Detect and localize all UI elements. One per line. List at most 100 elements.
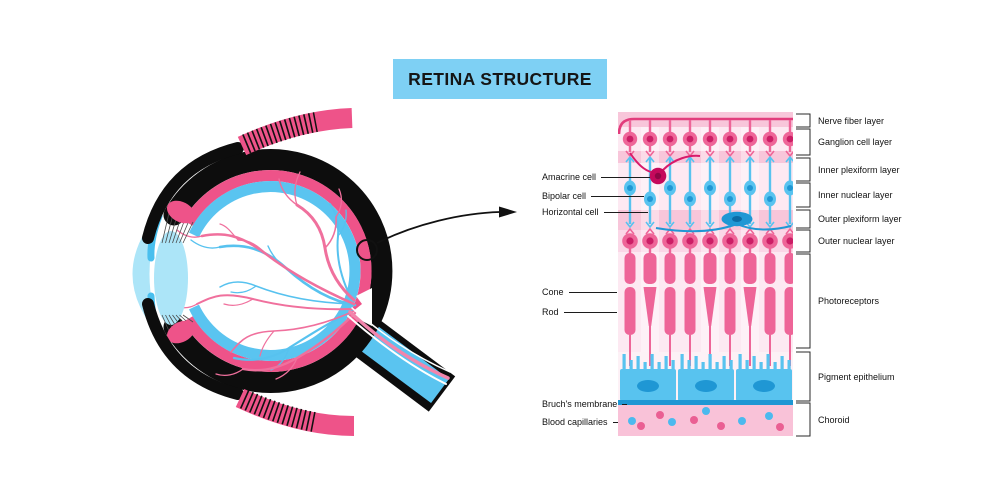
bipolar-cell-nucleus <box>727 196 733 202</box>
label-blood-capillaries: Blood capillaries <box>542 416 618 428</box>
rod-inner-segment <box>784 253 793 284</box>
bipolar-cell-nucleus <box>787 185 793 191</box>
label-bipolar-cell: Bipolar cell <box>542 190 644 202</box>
capillary-dot <box>717 422 725 430</box>
layer-brackets <box>796 113 811 437</box>
pigment-epithelium-cell <box>736 354 792 401</box>
ganglion-cell-nucleus <box>706 135 714 143</box>
synapse-fork <box>665 221 675 229</box>
synapse-fork <box>625 227 635 235</box>
synapse-fork <box>665 155 675 163</box>
ciliary-body-top <box>166 200 196 224</box>
synapse-fork <box>645 221 655 229</box>
cone-inner-segment <box>703 253 717 284</box>
capillary-dot <box>765 412 773 420</box>
synapse-fork <box>685 227 695 235</box>
bracket-ganglion-cell-layer <box>796 128 811 156</box>
zonule-fibers <box>161 212 194 332</box>
outer-nuclear-cell-nucleus <box>746 237 754 245</box>
photoreceptor-cone <box>743 287 757 326</box>
ganglion-cell-nucleus <box>726 135 734 143</box>
label-text: Amacrine cell <box>542 172 597 182</box>
bipolar-cell-nucleus <box>647 196 653 202</box>
synapse-fork <box>645 155 655 163</box>
outer-nuclear-cell-nucleus <box>706 237 714 245</box>
ganglion-cell-nucleus <box>766 135 774 143</box>
label-nerve-fiber-layer: Nerve fiber layer <box>818 115 885 126</box>
label-text: Bruch's membrane <box>542 399 618 409</box>
label-rod: Rod <box>542 306 617 318</box>
leader-line <box>568 291 617 293</box>
label-outer-nuclear-layer: Outer nuclear layer <box>818 236 895 246</box>
label-text: Cone <box>542 287 564 297</box>
capillary-dot <box>668 418 676 426</box>
synapse-fork <box>725 227 735 235</box>
retina-layers-diagram <box>618 112 793 436</box>
rod-inner-segment <box>664 253 676 284</box>
label-text: Blood capillaries <box>542 417 608 427</box>
bracket-outer-plexiform-layer <box>796 209 811 229</box>
outer-nuclear-cell-nucleus <box>786 237 793 245</box>
horizontal-dendrite <box>655 223 738 233</box>
zoom-arrow <box>376 211 501 244</box>
leader-line <box>601 176 650 178</box>
photoreceptor-rod <box>724 287 736 335</box>
label-text: Rod <box>542 307 559 317</box>
capillary-dot <box>656 411 664 419</box>
epithelium-nucleus <box>637 380 659 392</box>
bracket-inner-plexiform-layer <box>796 157 811 182</box>
amacrine-dendrite <box>662 154 701 171</box>
page-title: RETINA STRUCTURE <box>408 68 592 89</box>
leader-line <box>612 421 618 423</box>
photoreceptor-rod <box>764 287 776 335</box>
optic-nerve <box>348 316 456 412</box>
capillary-dot <box>702 407 710 415</box>
cone-inner-segment <box>643 253 657 284</box>
tendon-arc-bottom <box>142 298 244 400</box>
rod-inner-segment <box>764 253 776 284</box>
synapse-fork <box>725 155 735 163</box>
synapse-fork <box>705 227 715 235</box>
leader-line <box>563 311 617 313</box>
synapse-fork <box>625 155 635 163</box>
rod-inner-segment <box>624 253 636 284</box>
eye-cross-section-illustration <box>132 108 456 436</box>
retina-ring <box>189 181 361 361</box>
bipolar-cell-nucleus <box>707 185 713 191</box>
retinal-blood-vessels <box>171 171 357 380</box>
bipolar-cell-nucleus <box>627 185 633 191</box>
leader-line <box>591 195 644 197</box>
label-outer-plexiform-layer: Outer plexiform layer <box>818 214 902 224</box>
synapse-fork <box>785 155 793 163</box>
lens <box>154 231 188 325</box>
bipolar-cell-nucleus <box>687 196 693 202</box>
rod-inner-segment <box>684 253 696 284</box>
magnified-region-marker <box>356 239 378 261</box>
ganglion-cell-nucleus <box>786 135 793 143</box>
capillary-dot <box>628 417 636 425</box>
leader-line <box>622 403 628 405</box>
bipolar-cell-nucleus <box>667 185 673 191</box>
capillary-dot <box>776 423 784 431</box>
bracket-photoreceptors <box>796 253 811 349</box>
photoreceptor-cone <box>703 287 717 326</box>
ganglion-cell-nucleus <box>666 135 674 143</box>
label-cone: Cone <box>542 286 617 298</box>
ganglion-cell-nucleus <box>686 135 694 143</box>
synapse-fork <box>705 221 715 229</box>
label-inner-plexiform-layer: Inner plexiform layer <box>818 164 900 175</box>
cornea <box>132 208 163 340</box>
rod-inner-segment <box>724 253 736 284</box>
ciliary-body-bottom <box>166 320 196 344</box>
outer-nuclear-cell-nucleus <box>726 237 734 245</box>
bracket-pigment-epithelium <box>796 351 811 402</box>
bracket-choroid <box>796 402 811 437</box>
sclera-ring <box>163 149 393 393</box>
bipolar-cell-nucleus <box>747 185 753 191</box>
outer-nuclear-cell-nucleus <box>766 237 774 245</box>
outer-nuclear-cell-nucleus <box>646 237 654 245</box>
ganglion-cell-nucleus <box>646 135 654 143</box>
bracket-nerve-fiber-layer <box>796 113 811 128</box>
bracket-inner-nuclear-layer <box>796 182 811 208</box>
tendon-arc-top <box>142 142 244 244</box>
